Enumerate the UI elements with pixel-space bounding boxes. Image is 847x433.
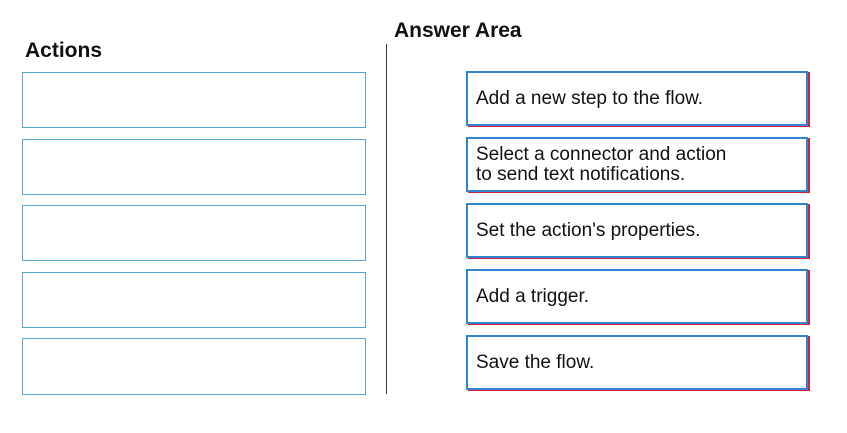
actions-drop-slot-4[interactable] xyxy=(22,272,366,328)
answer-card-label: Set the action's properties. xyxy=(476,219,701,241)
answer-card-select-connector[interactable]: Select a connector and action to send te… xyxy=(466,137,808,192)
actions-drop-slot-3[interactable] xyxy=(22,205,366,261)
actions-drop-slot-2[interactable] xyxy=(22,139,366,195)
actions-drop-slot-5[interactable] xyxy=(22,338,366,395)
answer-card-add-new-step[interactable]: Add a new step to the flow. xyxy=(466,71,808,126)
answer-card-label: Save the flow. xyxy=(476,351,595,373)
answer-card-save-flow[interactable]: Save the flow. xyxy=(466,335,808,390)
answer-card-set-properties[interactable]: Set the action's properties. xyxy=(466,203,808,258)
answer-card-label: Add a trigger. xyxy=(476,285,590,307)
actions-drop-slot-1[interactable] xyxy=(22,72,366,128)
answer-card-label: Add a new step to the flow. xyxy=(476,87,704,109)
column-divider xyxy=(386,44,387,394)
answer-card-label: Select a connector and action to send te… xyxy=(476,143,727,185)
answer-area-heading: Answer Area xyxy=(394,19,522,42)
actions-heading: Actions xyxy=(25,39,103,62)
answer-card-add-trigger[interactable]: Add a trigger. xyxy=(466,269,808,324)
